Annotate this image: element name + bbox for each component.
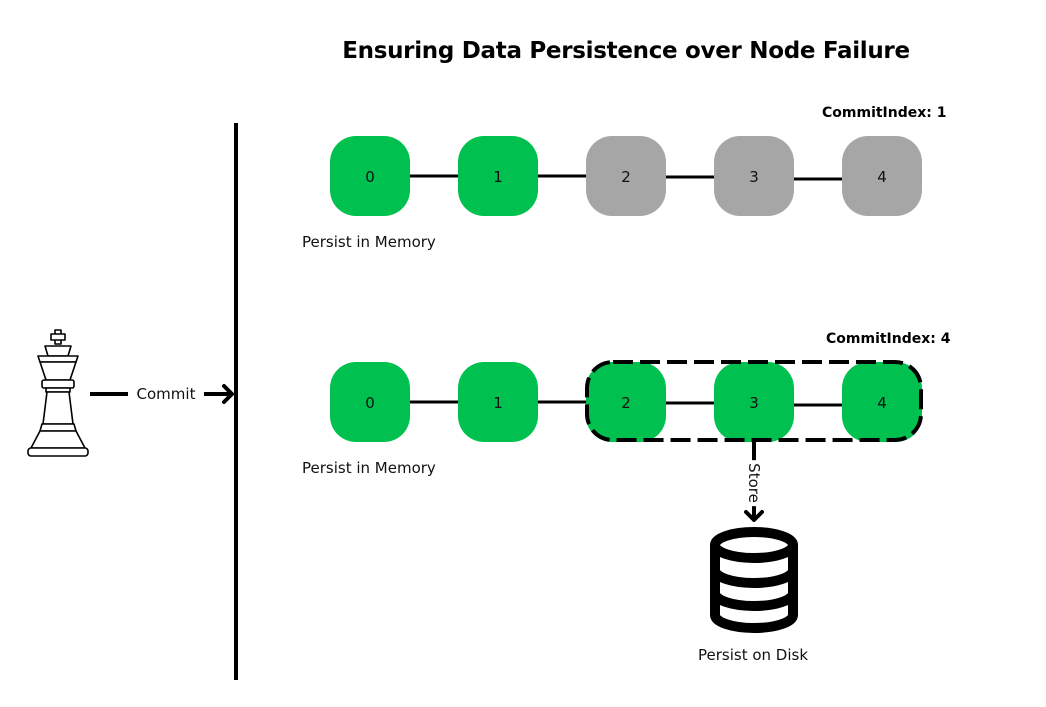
bottom-log-connectors — [405, 400, 847, 407]
commit-arrowhead — [222, 384, 234, 404]
top-log-node-label: 1 — [493, 168, 503, 186]
top-log-node-2: 2 — [586, 136, 666, 216]
top-log-node-3: 3 — [714, 136, 794, 216]
top-log-node-box — [842, 136, 922, 216]
bottom-log-node-box — [458, 362, 538, 442]
database-icon — [710, 527, 798, 633]
bottom-log-node-2: 2 — [586, 362, 666, 442]
commit-label: Commit — [128, 385, 204, 403]
top-log-node-box — [330, 136, 410, 216]
top-log-node-label: 4 — [877, 168, 887, 186]
bottom-log-node-1: 1 — [458, 362, 538, 442]
bottom-log-node-label: 0 — [365, 394, 375, 412]
commit-index-bottom: CommitIndex: 4 — [826, 331, 951, 347]
bottom-log-node-box — [586, 362, 666, 442]
top-log-node-box — [714, 136, 794, 216]
bottom-log-node-box — [714, 362, 794, 442]
top-log-node-label: 3 — [749, 168, 759, 186]
store-arrowhead — [744, 510, 764, 522]
bottom-log-node-4: 4 — [842, 362, 922, 442]
top-log-node-box — [458, 136, 538, 216]
chess-king-icon — [27, 329, 89, 457]
bottom-log-node-label: 4 — [877, 394, 887, 412]
store-label: Store — [745, 460, 763, 506]
bottom-log-node-0: 0 — [330, 362, 410, 442]
top-log-node-4: 4 — [842, 136, 922, 216]
top-log-node-0: 0 — [330, 136, 410, 216]
top-log: 0 1 2 3 4 — [330, 136, 922, 216]
persist-in-memory-bottom: Persist in Memory — [302, 459, 436, 477]
bottom-log-node-label: 3 — [749, 394, 759, 412]
top-log-node-label: 0 — [365, 168, 375, 186]
commit-index-top: CommitIndex: 1 — [822, 105, 947, 121]
bottom-log: 0 1 2 3 4 — [330, 362, 922, 442]
bottom-log-node-box — [330, 362, 410, 442]
top-log-node-label: 2 — [621, 168, 631, 186]
page-title: Ensuring Data Persistence over Node Fail… — [342, 38, 910, 64]
top-log-connectors — [405, 174, 847, 181]
top-log-node-1: 1 — [458, 136, 538, 216]
persist-on-disk-label: Persist on Disk — [698, 646, 809, 664]
bottom-log-node-label: 2 — [621, 394, 631, 412]
persist-in-memory-top: Persist in Memory — [302, 233, 436, 251]
bottom-log-node-3: 3 — [714, 362, 794, 442]
bottom-log-node-label: 1 — [493, 394, 503, 412]
bottom-log-node-box — [842, 362, 922, 442]
top-log-node-box — [586, 136, 666, 216]
